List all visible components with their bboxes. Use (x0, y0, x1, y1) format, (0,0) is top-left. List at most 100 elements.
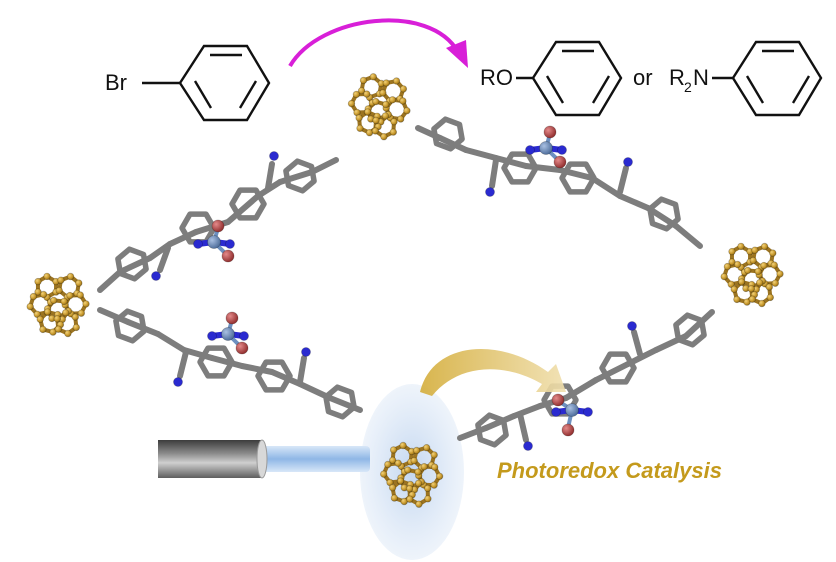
pyrene-carbon-atom (66, 291, 74, 300)
pyrene-carbon-atom (730, 285, 738, 293)
pyrene-carbon-atom (737, 242, 745, 251)
pyrene-carbon-atom (389, 128, 397, 136)
bond (617, 165, 629, 195)
pyrene-carbon-atom (359, 76, 368, 85)
pyrene-carbon-atom (744, 266, 752, 275)
energy-transfer-arrow (420, 349, 566, 396)
bond (177, 349, 189, 379)
pyrene-carbon-atom (424, 495, 432, 503)
light-beam (262, 446, 370, 472)
boron-atom (565, 403, 579, 417)
pyrene-carbon-atom (424, 484, 432, 493)
pyrene-carbon-atom (388, 484, 397, 492)
benzene-ring (475, 412, 509, 448)
nitrogen-atom (225, 239, 235, 249)
oxygen-atom (221, 249, 235, 263)
nitrogen-atom (557, 145, 567, 155)
caption: Photoredox Catalysis (497, 458, 722, 483)
bond (589, 175, 623, 199)
pyrene-carbon-atom (728, 247, 736, 256)
bond (155, 331, 187, 353)
lamp-body (158, 440, 262, 478)
benzene-ring (501, 151, 539, 185)
pyrene-carbon-atom (723, 262, 732, 271)
pyrene-carbon-atom (396, 477, 405, 485)
pyrene-carbon-atom (50, 296, 58, 305)
benzene-ring (647, 196, 681, 232)
pyrene-carbon-atom (405, 485, 414, 493)
product2-prefix: R (669, 65, 685, 90)
pyrene-carbon-atom (390, 494, 399, 502)
nitrogen-atom (551, 407, 561, 417)
benzene-ring (255, 359, 293, 393)
pyrene-carbon-atom (382, 100, 390, 109)
pyrene-carbon-atom (54, 325, 62, 333)
molecular-framework (26, 73, 784, 508)
bond (297, 355, 307, 385)
pyrene-carbon-atom (72, 323, 80, 332)
pyrene-carbon-atom (384, 460, 392, 469)
bond (617, 193, 651, 211)
cyano-nitrogen-atom (301, 347, 311, 357)
benzene-ring (113, 308, 147, 344)
bond (683, 309, 715, 339)
pyrene-carbon-atom (769, 249, 777, 257)
cyano-nitrogen-atom (523, 441, 533, 451)
pyrene-carbon-atom (381, 112, 390, 120)
bond (517, 411, 529, 443)
boron-atom (207, 235, 221, 249)
benzene-ring (115, 246, 149, 282)
bond (489, 157, 499, 189)
product2-suffix: N (693, 65, 709, 90)
pyrene-carbon-atom (75, 279, 83, 287)
pyrene-carbon-atom (760, 242, 769, 251)
pyrene-carbon-atom (371, 127, 379, 135)
cyano-nitrogen-atom (623, 157, 633, 167)
oxygen-atom (551, 393, 565, 407)
pyrene-carbon-atom (364, 108, 372, 116)
nitrogen-atom (239, 331, 249, 341)
pyrene-carbon-atom (66, 272, 75, 281)
pyrene-carbon-atom (414, 468, 422, 476)
benzene-ring-reactant (142, 44, 271, 122)
pyrene-carbon-atom (388, 96, 397, 104)
pyrene-carbon-atom (26, 302, 34, 311)
pyrene-carbon-atom (765, 283, 773, 291)
oxygen-atom (235, 341, 249, 355)
bond (493, 155, 529, 169)
pyrene-carbon-atom (410, 457, 418, 465)
pyrene-carbon-atom (737, 278, 746, 286)
pyrene-carbon-atom (55, 286, 63, 295)
pyrene-carbon-atom (34, 288, 42, 296)
cyano-nitrogen-atom (151, 271, 161, 281)
lamp-tip (256, 439, 268, 479)
benzene-ring (323, 384, 357, 420)
nitrogen-atom (583, 407, 593, 417)
bond (97, 307, 131, 325)
benzene-ring (559, 161, 597, 195)
bond (209, 355, 245, 369)
bond (631, 329, 643, 357)
oxygen-atom (553, 155, 567, 169)
pyrene-carbon-atom (430, 451, 438, 459)
pyrene-carbon-atom (356, 124, 364, 132)
pyrene-carbon-atom (430, 481, 438, 489)
pyrene-carbon-atom (77, 309, 85, 317)
bond (97, 269, 123, 293)
pyrene-carbon-atom (390, 117, 398, 126)
pyrene-carbon-atom (60, 297, 68, 306)
benzene-ring (229, 187, 267, 221)
nitrogen-atom (525, 145, 535, 155)
pyrene-carbon-atom (352, 90, 361, 99)
cyano-nitrogen-atom (173, 377, 183, 387)
pyrene-carbon-atom (61, 309, 70, 317)
oxygen-atom (561, 423, 575, 437)
pyrene-carbon-atom (363, 90, 371, 98)
pyrene-carbon-atom (394, 459, 402, 467)
pyrene-carbon-atom (749, 256, 757, 265)
pyrene-carbon-atom (776, 270, 784, 278)
pyrene-carbon-atom (404, 466, 412, 474)
reaction-arrow (288, 18, 460, 68)
bond (523, 163, 563, 173)
bond (167, 229, 199, 247)
